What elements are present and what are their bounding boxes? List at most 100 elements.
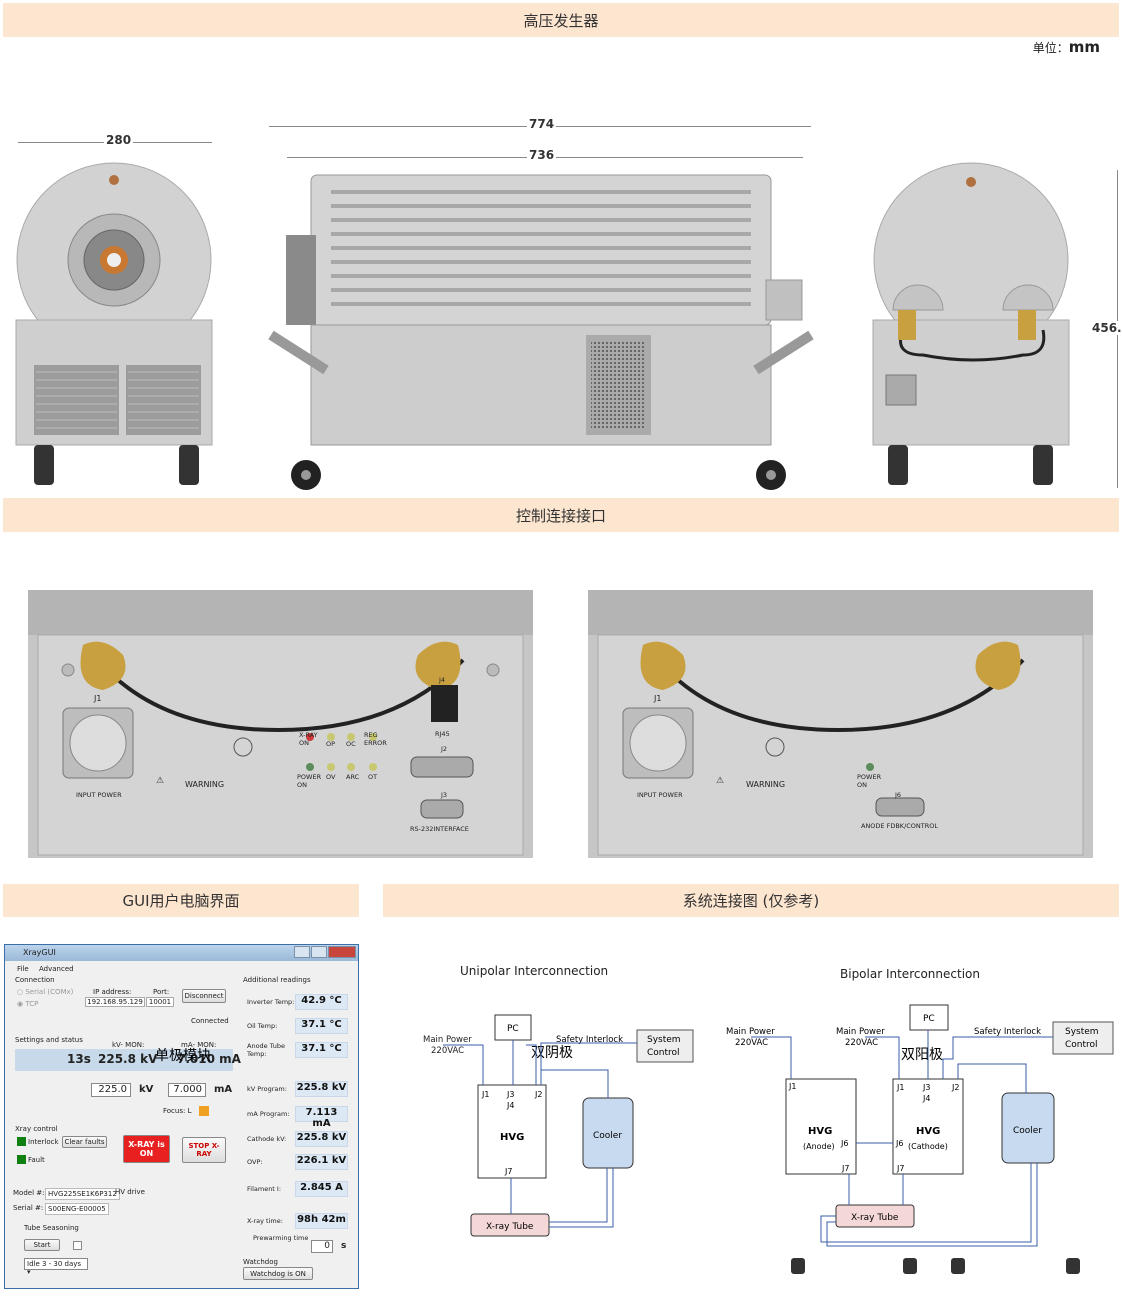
- unipolar-system: System: [647, 1035, 681, 1045]
- port-field[interactable]: 10001: [146, 997, 174, 1007]
- label-warning-left: WARNING: [185, 780, 225, 789]
- bipolar-control: Control: [1065, 1040, 1098, 1050]
- reading-label: OVP:: [247, 1158, 263, 1166]
- bipolar-hvg-anode: HVG: [808, 1126, 832, 1137]
- interlock-label: Interlock: [28, 1138, 59, 1146]
- section-header-hv-generator: 高压发生器: [3, 3, 1119, 37]
- reading-value: 225.8 kV: [295, 1131, 348, 1147]
- bipolar-j7-anode: J7: [841, 1164, 849, 1173]
- ma-setpoint-input[interactable]: 7.000: [168, 1083, 206, 1097]
- bipolar-j1-anode: J1: [788, 1082, 796, 1091]
- label-xray-on: X-RAY ON: [299, 731, 318, 747]
- bipolar-j3: J3: [922, 1083, 930, 1092]
- section-header-gui: GUI用户电脑界面: [3, 884, 359, 917]
- reading-value: 225.8 kV: [295, 1081, 348, 1097]
- bipolar-cooler-box: [1001, 1092, 1055, 1164]
- model-value: HVG225SE1K6P312: [45, 1188, 120, 1200]
- bipolar-hvg-cathode: HVG: [916, 1126, 940, 1137]
- bipolar-j6-anode: J6: [840, 1139, 848, 1148]
- bipolar-pc-box: [909, 1004, 949, 1031]
- radio-serial[interactable]: ○ Serial (COMx): [17, 988, 74, 996]
- radio-tcp-label: TCP: [25, 1000, 39, 1008]
- reading-label: Filament I:: [247, 1185, 282, 1193]
- ip-label: IP address:: [93, 988, 132, 996]
- label-power-on: POWER ON: [297, 773, 322, 789]
- menu-advanced[interactable]: Advanced: [39, 965, 74, 973]
- bipolar-safety: Safety Interlock: [974, 1027, 1041, 1037]
- prewarming-input[interactable]: 0: [311, 1240, 333, 1253]
- disconnect-button[interactable]: Disconnect: [182, 989, 226, 1003]
- unipolar-control: Control: [647, 1048, 680, 1058]
- label-arc: ARC: [346, 773, 360, 781]
- watchdog-button[interactable]: Watchdog is ON: [243, 1267, 313, 1280]
- label-op: OP: [326, 740, 336, 748]
- reading-value: 7.113 mA: [295, 1106, 348, 1129]
- bipolar-j6-cathode: J6: [895, 1139, 903, 1148]
- bipolar-title: Bipolar Interconnection: [840, 967, 980, 981]
- xray-gui-window: XrayGUI File Advanced Connection ○ Seria…: [4, 944, 359, 1289]
- unipolar-vac: 220VAC: [431, 1046, 464, 1056]
- prewarming-unit: s: [341, 1241, 347, 1251]
- bipolar-cooler: Cooler: [1013, 1126, 1042, 1136]
- reading-label: Oil Temp:: [247, 1022, 278, 1030]
- label-input-power-right: INPUT POWER: [637, 791, 683, 799]
- bipolar-main-power-2: Main Power: [836, 1027, 885, 1037]
- label-j1-right: J1: [654, 694, 662, 703]
- idle-select[interactable]: Idle 3 - 30 days ▾: [24, 1258, 88, 1276]
- connection-status: Connected: [191, 1017, 229, 1025]
- ma-mon-label: mA- MON:: [181, 1041, 217, 1049]
- fault-label: Fault: [28, 1156, 45, 1164]
- bipolar-j1-cathode: J1: [896, 1083, 904, 1092]
- bipolar-anode: (Anode): [803, 1142, 835, 1151]
- minimize-button[interactable]: [294, 946, 310, 958]
- reading-value: 37.1 °C: [295, 1042, 348, 1058]
- warning-text: ⚠: [156, 776, 164, 786]
- label-input-power-left: INPUT POWER: [76, 791, 122, 799]
- label-j6: J6: [895, 791, 902, 799]
- dim-280: 280: [104, 133, 134, 147]
- unipolar-j4: J4: [506, 1101, 514, 1110]
- bipolar-xray-tube: X-ray Tube: [851, 1213, 899, 1223]
- section-title: 系统连接图 (仅参考): [682, 892, 820, 910]
- unipolar-j3: J3: [506, 1090, 514, 1099]
- unipolar-j2: J2: [534, 1090, 542, 1099]
- label-rj45: RJ45: [435, 730, 450, 738]
- bipolar-pc: PC: [923, 1014, 935, 1024]
- label-ot: OT: [368, 773, 378, 781]
- section-header-control-interface: 控制连接接口: [3, 498, 1119, 532]
- watchdog-label: Watchdog: [243, 1258, 278, 1266]
- kv-setpoint-input[interactable]: 225.0: [91, 1083, 131, 1097]
- unipolar-hvg: HVG: [500, 1132, 524, 1143]
- hvg-rear-view: [872, 162, 1070, 485]
- serial-label: Serial #:: [13, 1204, 44, 1212]
- control-panel-bipolar: ⚠: [588, 590, 1093, 858]
- close-button[interactable]: [328, 946, 356, 958]
- label-anode-fdbk: ANODE FDBK/CONTROL: [861, 822, 939, 830]
- kv-readout: 225.8 kV: [98, 1052, 158, 1066]
- maximize-button[interactable]: [311, 946, 327, 958]
- unit-value: mm: [1068, 38, 1100, 56]
- unipolar-xray-tube-box: [470, 1213, 550, 1237]
- interlock-indicator: [17, 1137, 26, 1146]
- seasoning-checkbox[interactable]: [73, 1241, 82, 1250]
- control-panel-unipolar: ⚠: [28, 590, 533, 858]
- unipolar-title: Unipolar Interconnection: [460, 964, 608, 978]
- label-j2: J2: [441, 745, 448, 753]
- reading-label: Anode Tube Temp:: [247, 1042, 285, 1058]
- stop-xray-button[interactable]: STOP X-RAY: [182, 1137, 226, 1163]
- radio-tcp[interactable]: ◉ TCP: [17, 1000, 39, 1008]
- ma-readout: 7.010 mA: [177, 1052, 241, 1066]
- clear-faults-button[interactable]: Clear faults: [62, 1136, 107, 1148]
- additional-readings-label: Additional readings: [243, 976, 311, 984]
- unit-label: 单位：mm: [1033, 38, 1100, 56]
- section-title: 控制连接接口: [515, 506, 606, 525]
- start-button[interactable]: Start: [24, 1239, 60, 1251]
- xray-on-indicator[interactable]: X-RAY is ON: [123, 1135, 170, 1163]
- menu-file[interactable]: File: [17, 965, 29, 973]
- label-j3: J3: [441, 791, 448, 799]
- unipolar-pc: PC: [507, 1024, 519, 1034]
- label-j4: J4: [439, 676, 446, 684]
- ma-unit: mA: [214, 1084, 233, 1095]
- dim-774: 774: [527, 117, 557, 131]
- ip-field[interactable]: 192.168.95.129: [85, 997, 145, 1007]
